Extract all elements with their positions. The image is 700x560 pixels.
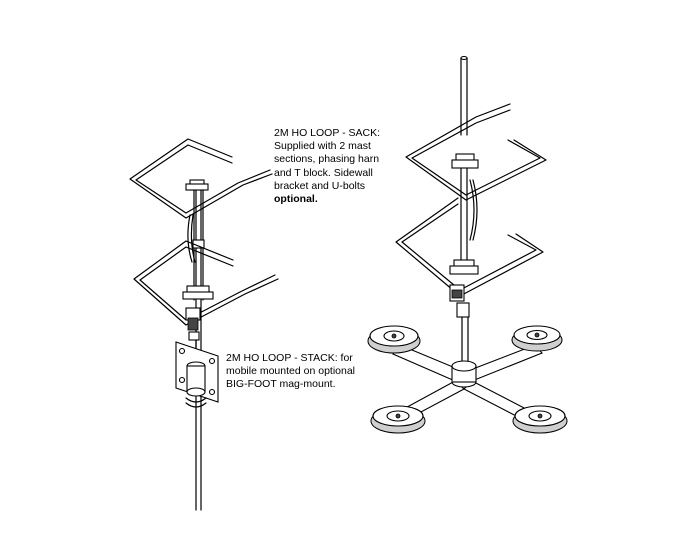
sack-caption-line-3: sections, phasing harn <box>274 153 380 166</box>
left-lower-loop <box>133 240 279 326</box>
left-mast <box>195 179 202 511</box>
right-antenna-stack <box>367 55 568 434</box>
sack-caption-line-5: bracket and U-bolts <box>274 179 366 192</box>
left-upper-mast <box>187 189 205 301</box>
sack-caption-line-2: Supplied with 2 mast <box>274 140 371 153</box>
left-antenna-stack <box>129 138 279 511</box>
stack-caption: 2M HO LOOP - STACK: for mobile mounted o… <box>226 352 386 392</box>
right-lower-mast <box>461 316 469 363</box>
stack-caption-line-3: BIG-FOOT mag-mount. <box>226 378 336 391</box>
sack-caption-optional: optional. <box>274 193 318 206</box>
right-middle-mast <box>460 167 478 261</box>
big-foot-mag-mount <box>367 325 568 434</box>
stack-caption-line-2: mobile mounted on optional <box>226 365 356 378</box>
left-upper-loop <box>129 138 273 219</box>
right-upper-loop <box>405 103 547 201</box>
right-clamps <box>449 284 470 318</box>
mag-foot-front-left <box>370 405 426 434</box>
mag-foot-back-left <box>367 325 421 354</box>
sack-caption-line-4: and T block. Sidewall <box>274 166 373 179</box>
sack-caption-line-1: 2M HO LOOP - SACK: <box>274 127 380 139</box>
sidewall-bracket <box>175 341 219 408</box>
stack-caption-line-1: 2M HO LOOP - STACK: for <box>226 352 353 364</box>
mag-foot-front-right <box>512 405 568 434</box>
sack-caption-line-6: optional. <box>274 193 399 206</box>
sack-caption: 2M HO LOOP - SACK: Supplied with 2 mast … <box>274 127 399 206</box>
right-lower-loop <box>395 197 544 297</box>
mag-foot-back-right <box>511 325 563 352</box>
